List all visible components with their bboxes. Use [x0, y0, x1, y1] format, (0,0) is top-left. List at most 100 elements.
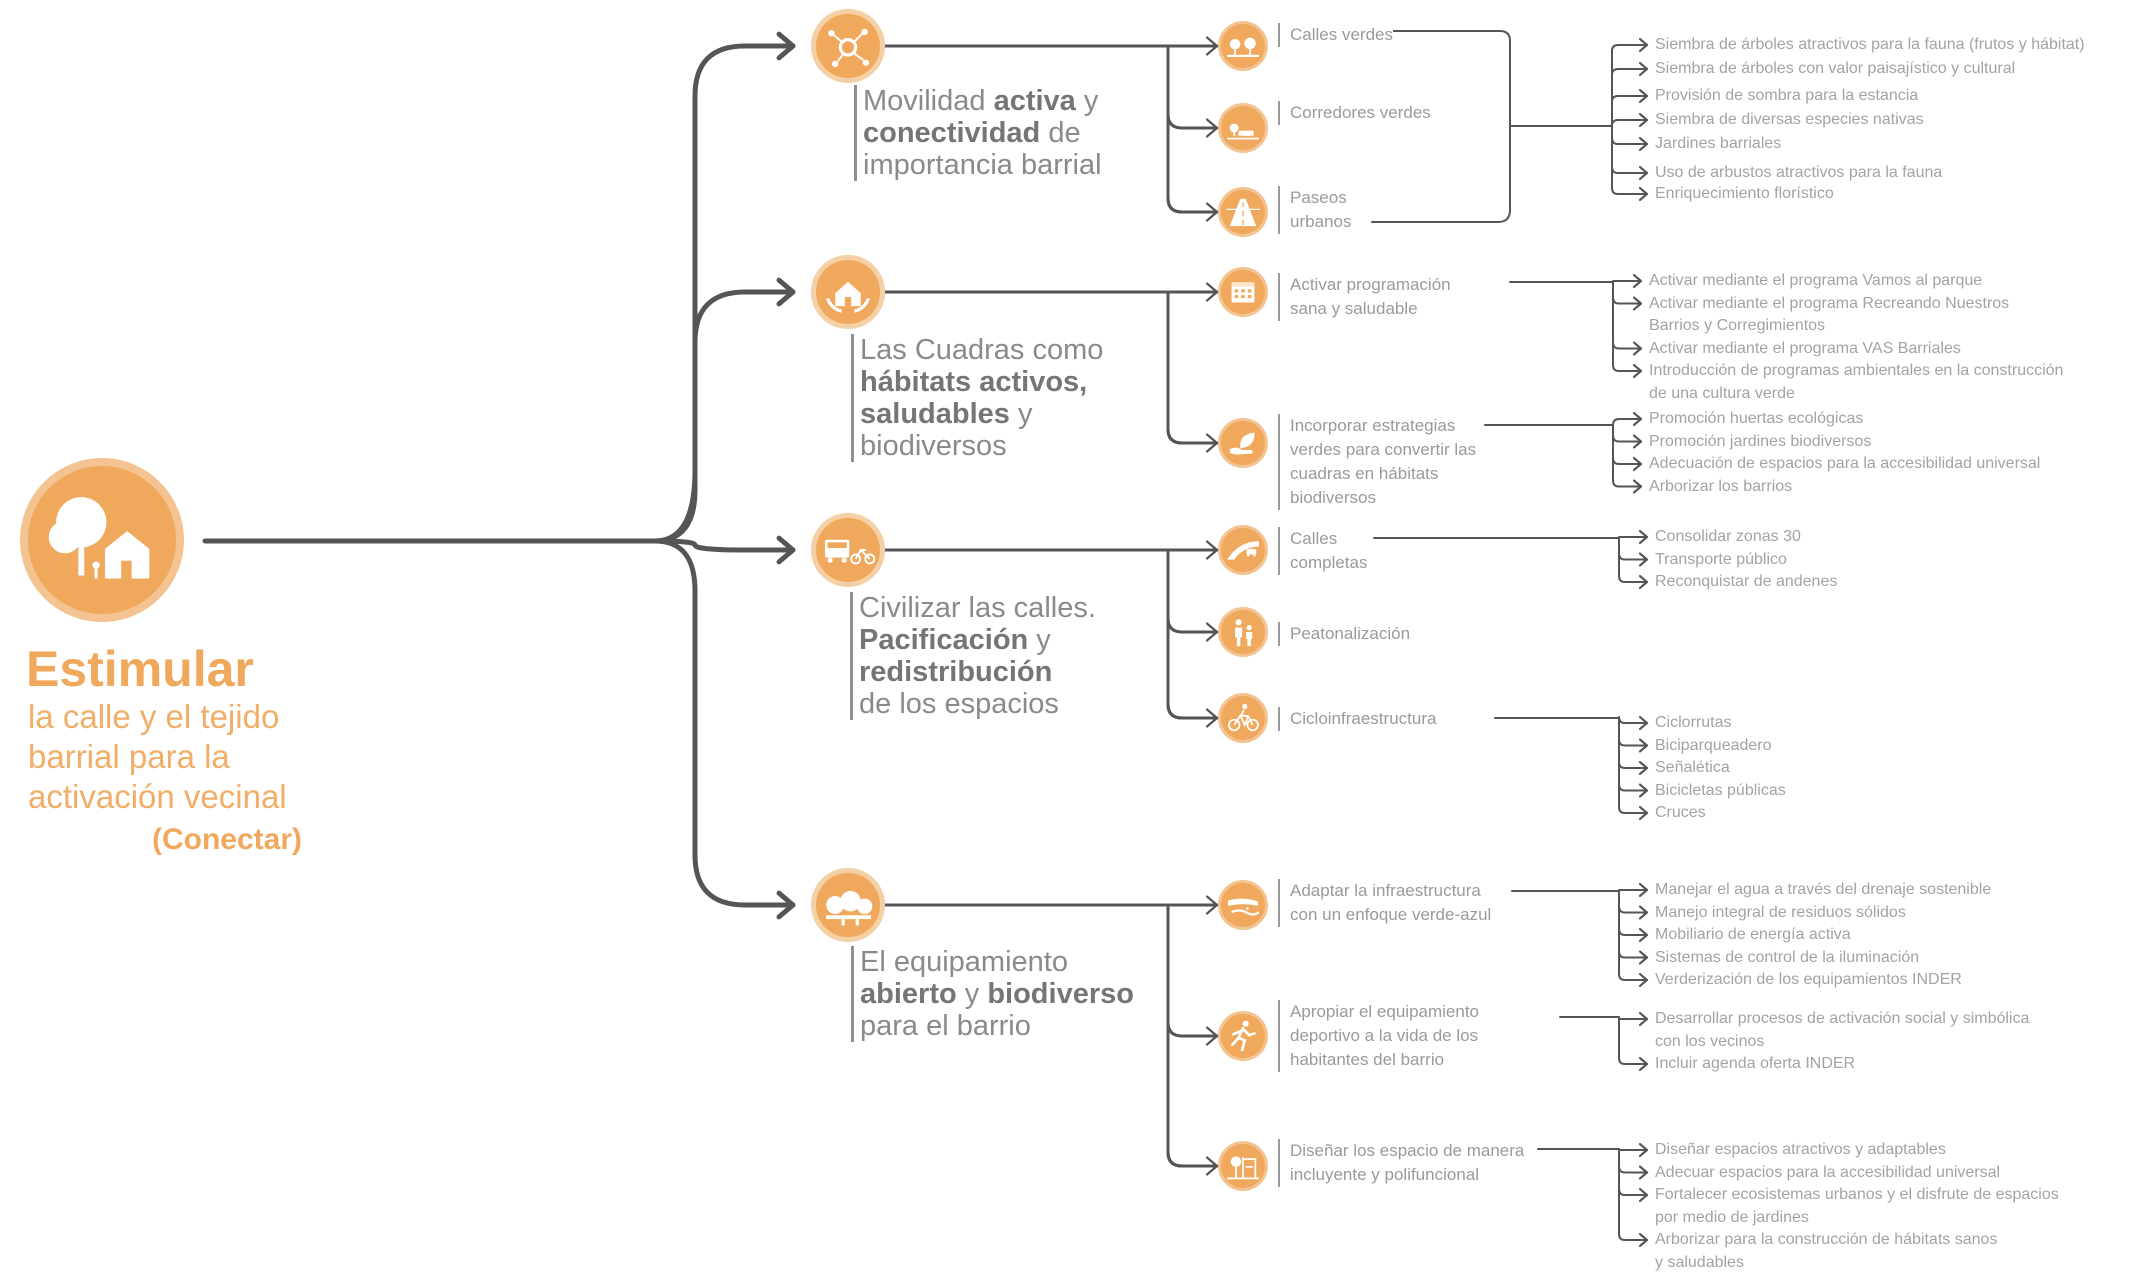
action-item: Activar mediante el programa Recreando N… [1649, 294, 2010, 312]
action-item: Cruces [1655, 804, 1706, 821]
action-branch-arrow [1638, 715, 1649, 731]
sub-trunk [1166, 548, 1184, 720]
action-item: Consolidar zonas 30 [1655, 528, 1801, 545]
road-perspective-icon [1226, 198, 1260, 227]
sub-strategy-line: habitantes del barrio [1290, 1050, 1445, 1069]
action-branch-arrow [1638, 186, 1649, 202]
action-item: Jardines barriales [1655, 135, 1782, 152]
action-branch-arrow [1638, 783, 1649, 798]
action-branch [1603, 95, 1648, 127]
trees-facility-icon [826, 890, 873, 926]
action-branch [1618, 717, 1648, 814]
sub-strategy-line: cuadras en hábitats [1290, 464, 1439, 483]
category-title-bold: activa [993, 85, 1076, 117]
category-connector-arrow [776, 890, 796, 920]
road-perspective-icon-badge [1218, 187, 1268, 237]
action-branch-arrow [1638, 88, 1649, 104]
action-item: Activar mediante el programa VAS Barrial… [1649, 339, 1961, 357]
sub-connector [1166, 196, 1219, 214]
action-list: Activar mediante el programa Vamos al pa… [1649, 270, 2063, 405]
action-list: Manejar el agua a través del drenaje sos… [1655, 879, 1991, 992]
sub-connector [1166, 112, 1219, 130]
action-item: Fortalecer ecosistemas urbanos y el disf… [1655, 1186, 2059, 1203]
category-title-text: El equipamiento [860, 946, 1068, 978]
sub-strategy-label: Cicloinfraestructura [1278, 707, 1436, 731]
category-connector [652, 538, 796, 553]
root-tag: (Conectar) [152, 823, 303, 856]
sub-connector [1166, 1150, 1219, 1168]
category-title-text: de [1040, 117, 1081, 149]
sub-strategy-line: Incorporar estrategias [1290, 416, 1456, 435]
action-branch-arrow [1632, 411, 1643, 427]
bus-bike-icon [824, 539, 876, 565]
action-item: Transporte público [1655, 550, 1787, 568]
action-item: Mobiliario de energía activa [1655, 926, 1851, 943]
category-title-text: Civilizar las calles. [859, 592, 1096, 624]
category-connector-arrow [776, 277, 796, 307]
action-item: Incluir agenda oferta INDER [1655, 1055, 1856, 1072]
action-item: Desarrollar procesos de activación socia… [1655, 1010, 2030, 1027]
action-branch [1618, 1016, 1648, 1065]
sub-strategy-line: Calles verdes [1290, 25, 1393, 44]
house-hands-icon-badge [811, 255, 885, 329]
action-branch [1603, 44, 1648, 127]
category-to-sub-line-arrow [1205, 36, 1219, 56]
action-branch-arrow [1638, 738, 1649, 753]
action-item: Siembra de árboles con valor paisajístic… [1655, 60, 2016, 77]
action-branch-arrow [1638, 927, 1649, 943]
action-item: Introducción de programas ambientales en… [1649, 362, 2064, 379]
action-item: Manejar el agua a través del drenaje sos… [1655, 881, 1992, 898]
green-corridor-icon-badge [1218, 103, 1268, 153]
water-drain-icon-badge [1218, 880, 1268, 930]
sub-connector [1166, 616, 1219, 634]
cyclist-icon [1228, 703, 1259, 732]
action-item: Manejo integral de residuos sólidos [1655, 903, 1906, 921]
action-branch [1618, 1148, 1648, 1241]
action-branch-arrow [1638, 1056, 1649, 1072]
action-item: Reconquistar de andenes [1655, 573, 1838, 590]
action-item: y saludables [1655, 1253, 1744, 1271]
action-branch-arrow [1632, 363, 1643, 379]
category-title-text: biodiversos [860, 430, 1007, 462]
sub-connector [1166, 702, 1219, 720]
action-branch-arrow [1638, 905, 1649, 920]
sub-connector-arrow [1205, 118, 1219, 138]
action-item: de una cultura verde [1649, 384, 1795, 402]
leaf-hand-icon-badge [1218, 418, 1268, 468]
category-title-text: para el barrio [860, 1010, 1031, 1042]
sub-strategy-line: Paseos [1290, 188, 1347, 207]
action-branch-arrow [1632, 341, 1643, 356]
action-branch-arrow [1638, 1232, 1649, 1248]
cyclist-icon-badge [1218, 693, 1268, 743]
action-item: Señalética [1655, 759, 1730, 776]
action-item: Siembra de diversas especies nativas [1655, 111, 1924, 128]
sub-strategy-line: deportivo a la vida de los [1290, 1026, 1479, 1045]
bus-bike-icon-badge [811, 513, 885, 587]
action-item: con los vecinos [1655, 1032, 1765, 1050]
action-item: Adecuar espacios para la accesibilidad u… [1655, 1163, 2001, 1181]
category-title-bold: saludables [860, 398, 1010, 430]
sub-strategy-line: biodiversos [1290, 488, 1376, 507]
action-branch [1612, 281, 1642, 350]
action-item: Barrios y Corregimientos [1649, 317, 1826, 334]
sub-connector [1166, 427, 1219, 445]
playground-icon-badge [1218, 1141, 1268, 1191]
sub-connector-arrow [1205, 622, 1219, 642]
street-trees-icon-badge [1218, 21, 1268, 71]
category-title-text: Movilidad [863, 85, 994, 117]
sub-strategy-label: Corredores verdes [1278, 101, 1431, 125]
category-connector-arrow [776, 535, 796, 565]
sub-connector-arrow [1205, 1156, 1219, 1176]
complete-street-icon-badge [1218, 525, 1268, 575]
action-branch [1612, 424, 1642, 488]
action-branch-arrow [1632, 296, 1643, 311]
